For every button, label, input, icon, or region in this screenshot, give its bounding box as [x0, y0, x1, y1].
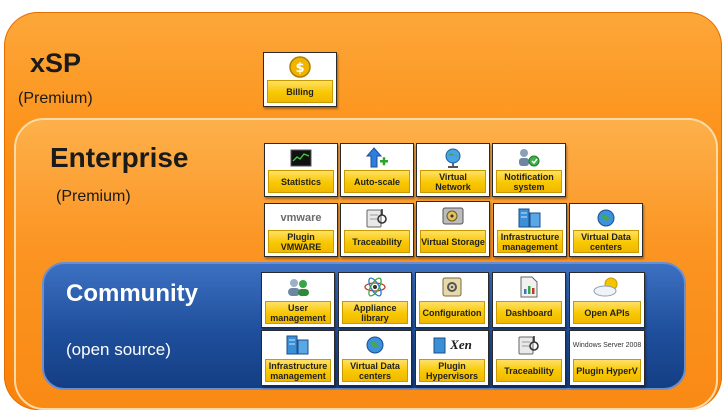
open-apis-tile[interactable]: Open APIs: [569, 272, 645, 328]
enterprise-subtitle: (Premium): [56, 188, 131, 205]
plugin-hypervisors-label: Plugin Hypervisors: [419, 359, 485, 382]
community-title: Community: [66, 280, 198, 307]
plugin-hypervisors-tile[interactable]: Xen Plugin Hypervisors: [415, 330, 489, 386]
traceability-ent-tile[interactable]: Traceability: [340, 203, 414, 257]
autoscale-label: Auto-scale: [344, 170, 410, 193]
infrastructure-ent-label: Infrastructure management: [497, 230, 563, 253]
people-gear-icon: [493, 146, 565, 170]
plugin-hyperv-label: Plugin HyperV: [573, 359, 641, 382]
globe-icon: [339, 333, 411, 357]
infrastructure-com-label: Infrastructure management: [265, 359, 331, 382]
disk-drive-icon: [417, 204, 489, 228]
server-rack-icon: [494, 206, 566, 230]
virtual-dc-com-label: Virtual Data centers: [342, 359, 408, 382]
arrow-up-plus-icon: [341, 146, 413, 170]
xsp-subtitle: (Premium): [18, 90, 93, 107]
traceability-com-tile[interactable]: Traceability: [492, 330, 566, 386]
xen-logo-text: Xen: [450, 337, 472, 352]
virtual-dc-com-tile[interactable]: Virtual Data centers: [338, 330, 412, 386]
virtual-network-label: Virtual Network: [420, 170, 486, 193]
traceability-com-label: Traceability: [496, 359, 562, 382]
configuration-label: Configuration: [419, 301, 485, 324]
plugin-vmware-tile[interactable]: vmware Plugin VMWARE: [264, 203, 338, 257]
svg-text:$: $: [295, 61, 304, 76]
statistics-label: Statistics: [268, 170, 334, 193]
vmware-logo: vmware: [265, 206, 337, 230]
statistics-tile[interactable]: Statistics: [264, 143, 338, 197]
cloud-sun-icon: [570, 275, 644, 299]
plugin-vmware-label: Plugin VMWARE: [268, 230, 334, 253]
infrastructure-com-tile[interactable]: Infrastructure management: [261, 330, 335, 386]
traceability-ent-label: Traceability: [344, 230, 410, 253]
terminal-icon: [265, 146, 337, 170]
atom-icon: [339, 275, 411, 299]
document-chart-icon: [493, 275, 565, 299]
notification-system-label: Notification system: [496, 170, 562, 193]
notification-system-tile[interactable]: Notification system: [492, 143, 566, 197]
appliance-library-tile[interactable]: Appliance library: [338, 272, 412, 328]
stethoscope-icon: [341, 206, 413, 230]
dashboard-tile[interactable]: Dashboard: [492, 272, 566, 328]
windows-logo: Windows Server 2008: [570, 333, 644, 357]
server-rack-icon: [262, 333, 334, 357]
appliance-library-label: Appliance library: [342, 301, 408, 324]
autoscale-tile[interactable]: Auto-scale: [340, 143, 414, 197]
plugin-hyperv-tile[interactable]: Windows Server 2008 Plugin HyperV: [569, 330, 645, 386]
virtual-dc-ent-tile[interactable]: Virtual Data centers: [569, 203, 643, 257]
xen-logo: Xen: [416, 333, 488, 357]
stethoscope-icon: [493, 333, 565, 357]
windows-server-logo-text: Windows Server 2008: [572, 341, 642, 349]
virtual-storage-label: Virtual Storage: [420, 230, 486, 253]
open-apis-label: Open APIs: [573, 301, 641, 324]
vmware-logo-text: vmware: [280, 212, 322, 224]
coin-icon: $: [264, 55, 336, 79]
billing-tile[interactable]: $ Billing: [263, 52, 337, 107]
virtual-network-tile[interactable]: Virtual Network: [416, 143, 490, 197]
user-management-label: User management: [265, 301, 331, 324]
dashboard-label: Dashboard: [496, 301, 562, 324]
configuration-tile[interactable]: Configuration: [415, 272, 489, 328]
enterprise-title: Enterprise: [50, 142, 189, 173]
hypervisor-box-icon: [433, 337, 446, 354]
xsp-title: xSP: [30, 48, 82, 78]
virtual-dc-ent-label: Virtual Data centers: [573, 230, 639, 253]
virtual-storage-tile[interactable]: Virtual Storage: [416, 201, 490, 257]
settings-panel-icon: [416, 275, 488, 299]
user-management-tile[interactable]: User management: [261, 272, 335, 328]
globe-icon: [570, 206, 642, 230]
globe-stand-icon: [417, 146, 489, 170]
users-icon: [262, 275, 334, 299]
infrastructure-ent-tile[interactable]: Infrastructure management: [493, 203, 567, 257]
billing-label: Billing: [267, 80, 333, 103]
community-subtitle: (open source): [66, 340, 171, 359]
